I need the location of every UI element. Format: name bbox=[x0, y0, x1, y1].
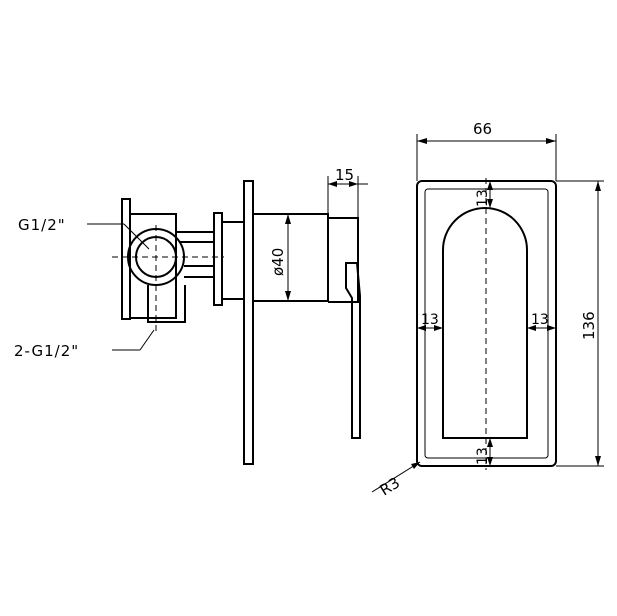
right-margin-label: 13 bbox=[531, 312, 549, 328]
outlet-leader-d bbox=[139, 329, 155, 351]
wall-plate-side bbox=[243, 180, 254, 465]
handle-slot bbox=[442, 207, 528, 439]
outlet-thread-label: 2-G1/2" bbox=[14, 342, 79, 360]
inlet-thread-label: G1/2" bbox=[18, 216, 66, 234]
bottom-margin-label: 13 bbox=[475, 447, 491, 465]
cartridge-body bbox=[252, 213, 329, 302]
handle-cap bbox=[328, 217, 359, 303]
width-label: 66 bbox=[473, 120, 492, 138]
flange bbox=[213, 212, 223, 306]
radius-leader bbox=[371, 461, 421, 493]
valve-body bbox=[130, 213, 177, 319]
side-view: ø40 15 G1/2" 2-G1/2" bbox=[14, 166, 368, 465]
projection-label: 15 bbox=[335, 166, 354, 184]
height-label: 136 bbox=[580, 311, 598, 340]
bracket-plate bbox=[121, 198, 131, 320]
outlet-stub bbox=[147, 285, 186, 323]
diameter-label: ø40 bbox=[269, 248, 287, 276]
inlet-leader-d bbox=[123, 223, 150, 250]
top-margin-label: 13 bbox=[475, 189, 491, 207]
front-view: 66 136 13 13 13 13 R3 bbox=[371, 120, 604, 500]
radius-label: R3 bbox=[377, 474, 403, 500]
handle-lever bbox=[345, 262, 361, 439]
left-margin-label: 13 bbox=[421, 312, 439, 328]
